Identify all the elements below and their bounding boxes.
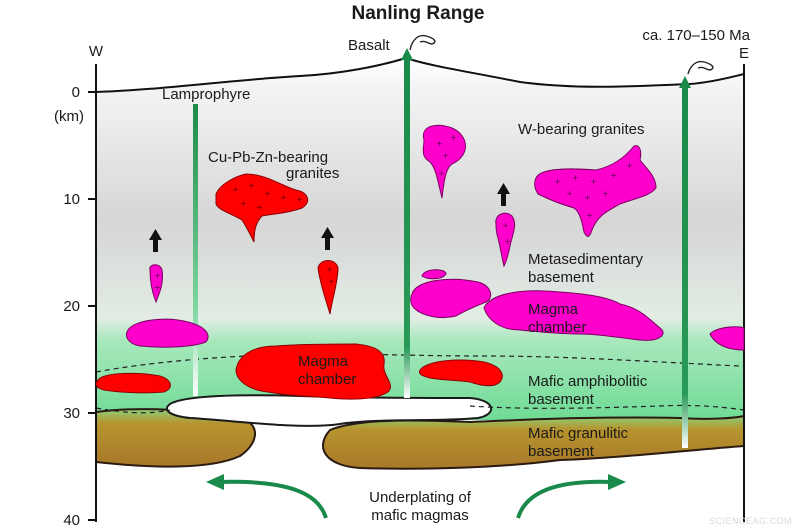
- depth-tick-label-40: 40: [63, 512, 80, 529]
- granite-texture-magenta: +++ +++ +++ +++ +++ ++: [154, 133, 633, 292]
- granulitic-left: [95, 408, 256, 468]
- svg-text:+: +: [264, 189, 271, 198]
- depth-unit-label: (km): [54, 108, 84, 125]
- magma-chamber-right-label-2: chamber: [528, 319, 586, 336]
- underplating-label-1: Underplating of: [369, 489, 472, 506]
- svg-text:+: +: [154, 271, 161, 280]
- svg-text:+: +: [232, 185, 239, 194]
- svg-text:+: +: [626, 161, 633, 170]
- ascent-arrow-center: [321, 227, 334, 250]
- depth-tick-label-20: 20: [63, 298, 80, 315]
- lamprophyre-label: Lamprophyre: [162, 86, 250, 103]
- mafic-granulitic-label-2: basement: [528, 443, 595, 460]
- east-plume: [687, 60, 714, 75]
- magma-chamber-left: [235, 343, 391, 400]
- basalt-plume: [409, 34, 436, 51]
- magma-chamber-right: [483, 290, 664, 341]
- granite-texture-red: +++ +++ +++: [232, 181, 335, 286]
- magenta-east-edge: [709, 326, 745, 351]
- svg-text:+: +: [436, 139, 443, 148]
- mafic-amphibolitic-label-2: basement: [528, 391, 595, 408]
- svg-text:+: +: [442, 151, 449, 160]
- depth-tick-label-30: 30: [63, 405, 80, 422]
- magenta-small-left: [149, 264, 163, 304]
- magenta-lens-left: [126, 318, 209, 348]
- svg-text:+: +: [554, 177, 561, 186]
- svg-text:+: +: [280, 193, 287, 202]
- ascent-arrows: [149, 183, 510, 252]
- metasedimentary-label-1: Metasedimentary: [528, 251, 644, 268]
- svg-text:+: +: [610, 171, 617, 180]
- svg-text:+: +: [296, 195, 303, 204]
- magma-chamber-right-label-1: Magma: [528, 301, 579, 318]
- mafic-amphibolitic-label-1: Mafic amphibolitic: [528, 373, 648, 390]
- cu-granites-label-1: Cu-Pb-Zn-bearing: [208, 149, 328, 166]
- age-label: ca. 170–150 Ma: [642, 27, 750, 44]
- svg-text:+: +: [584, 193, 591, 202]
- underplating-arrowhead-right: [608, 474, 626, 490]
- magma-chamber-left-label-1: Magma: [298, 353, 349, 370]
- depth-tick-label-0: 0: [72, 84, 80, 101]
- red-lens-center: [419, 359, 503, 387]
- boundary-upper-dashed: [95, 353, 745, 373]
- svg-text:+: +: [602, 189, 609, 198]
- svg-text:+: +: [504, 237, 511, 246]
- magenta-bodies: [126, 124, 745, 351]
- east-conduit: [682, 86, 688, 448]
- svg-text:+: +: [438, 169, 445, 178]
- underplating-arrows: [217, 479, 613, 519]
- svg-text:+: +: [240, 199, 247, 208]
- cu-granites-label-2: granites: [286, 165, 339, 182]
- metasedimentary-label-2: basement: [528, 269, 595, 286]
- cu-granite-pluton: [215, 173, 309, 243]
- svg-text:+: +: [590, 177, 597, 186]
- red-teardrop: [317, 260, 339, 315]
- east-label: E: [739, 45, 749, 62]
- svg-text:+: +: [502, 221, 509, 230]
- mafic-granulitic-label-1: Mafic granulitic: [528, 425, 629, 442]
- ascent-arrow-left: [149, 229, 162, 252]
- magenta-small-blob: [421, 269, 447, 280]
- magma-chamber-left-label-2: chamber: [298, 371, 356, 388]
- red-bodies: [95, 173, 503, 400]
- svg-text:+: +: [256, 203, 263, 212]
- depth-tick-label-10: 10: [63, 191, 80, 208]
- basalt-label: Basalt: [348, 37, 391, 54]
- west-label: W: [89, 43, 104, 60]
- svg-text:+: +: [326, 265, 333, 274]
- red-lens-left: [95, 372, 171, 394]
- watermark: SCIENCEAG.COM: [709, 516, 792, 526]
- basalt-arrowhead: [401, 48, 413, 60]
- ascent-arrow-right: [497, 183, 510, 206]
- svg-text:+: +: [586, 211, 593, 220]
- magenta-metasedimentary: [410, 278, 492, 319]
- underplating-arrow-left: [217, 479, 328, 519]
- w-granites-label: W-bearing granites: [518, 121, 644, 138]
- svg-text:+: +: [572, 173, 579, 182]
- svg-text:+: +: [328, 277, 335, 286]
- east-arrowhead: [679, 76, 691, 88]
- diagram-title: Nanling Range: [351, 3, 484, 24]
- svg-text:+: +: [248, 181, 255, 190]
- svg-text:+: +: [566, 189, 573, 198]
- w-granite-teardrop: [495, 212, 516, 268]
- boundary-lower-dashed: [95, 404, 745, 414]
- svg-text:+: +: [450, 133, 457, 142]
- basalt-conduit: [404, 60, 410, 398]
- underplating-arrow-right: [516, 479, 613, 519]
- w-granite-small-top: [422, 124, 466, 199]
- svg-text:+: +: [154, 283, 161, 292]
- underplating-arrowhead-left: [206, 474, 224, 490]
- underplating-label-2: mafic magmas: [371, 507, 469, 524]
- lamprophyre-conduit: [193, 104, 198, 396]
- w-granite-large: [534, 145, 657, 237]
